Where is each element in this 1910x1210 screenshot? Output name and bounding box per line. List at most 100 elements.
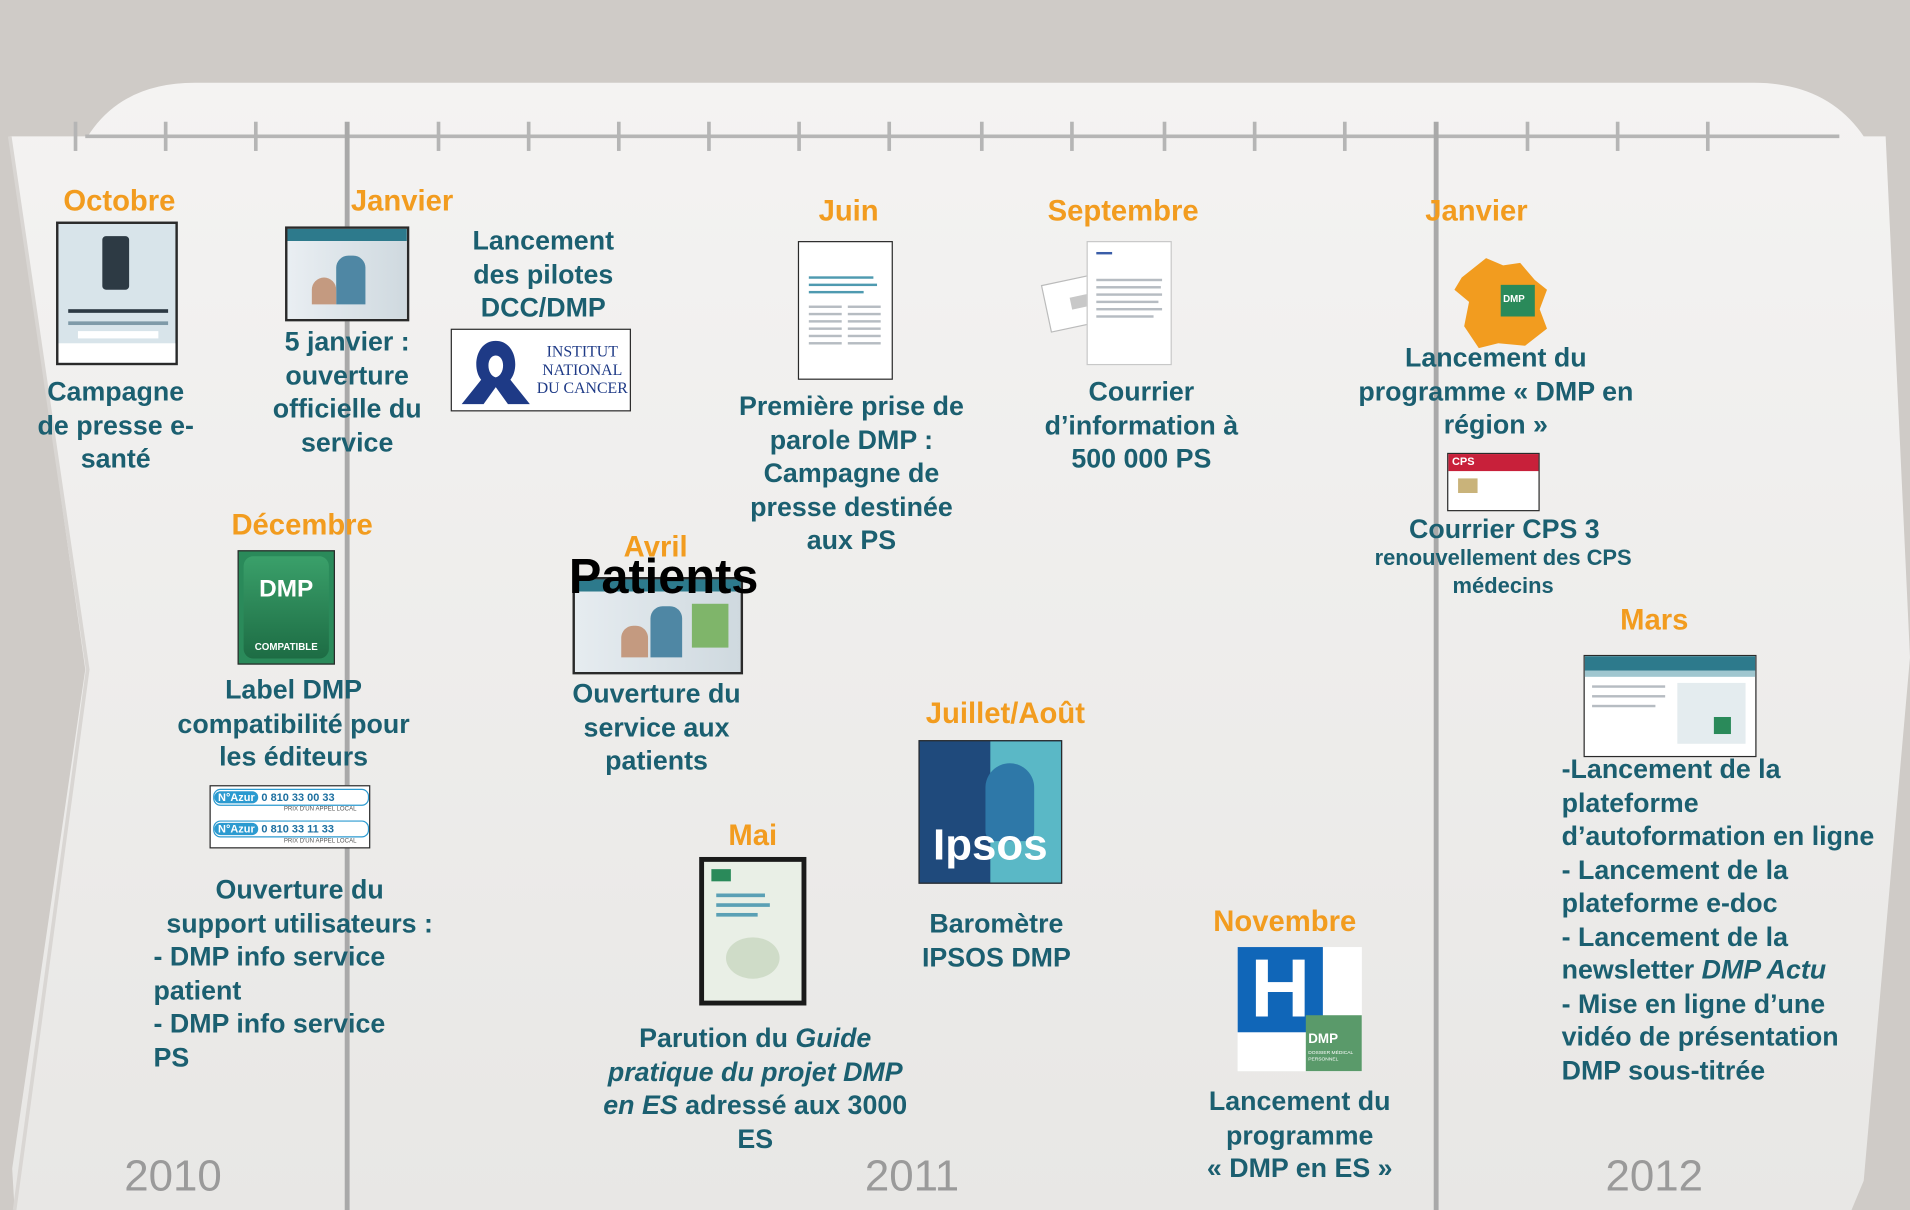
text-line: support utilisateurs : bbox=[166, 907, 433, 938]
text-line: service bbox=[300, 426, 394, 458]
text-line: -Lancement de la bbox=[1561, 753, 1781, 784]
text-line: ES bbox=[737, 1122, 774, 1154]
phone-number: 0 810 33 00 33 bbox=[261, 791, 335, 804]
year-label: 2011 bbox=[864, 1150, 960, 1201]
text-line: DCC/DMP bbox=[480, 292, 606, 323]
text-line: compatibilité pour bbox=[177, 707, 410, 739]
event-month: Décembre bbox=[231, 508, 373, 542]
event-text: Courrier d’information à 500 000 PS bbox=[1026, 375, 1257, 475]
text-line: vidéo de présentation bbox=[1561, 1021, 1839, 1052]
dmp-compatible-badge: DMP COMPATIBLE bbox=[237, 550, 335, 665]
text-line: programme « DMP en bbox=[1358, 375, 1634, 406]
phone-note: PRIX D'UN APPEL LOCAL bbox=[283, 805, 357, 814]
text-line: de presse e- bbox=[37, 409, 194, 441]
year-label: 2010 bbox=[124, 1150, 222, 1201]
card-label: CPS bbox=[1451, 455, 1475, 468]
text-line: santé bbox=[80, 443, 151, 474]
text-line: patient bbox=[153, 974, 242, 1005]
text-line: programme bbox=[1225, 1119, 1374, 1150]
website-screenshot bbox=[285, 226, 410, 322]
badge-subtitle: COMPATIBLE bbox=[254, 641, 318, 653]
text-line: pratique du projet DMP bbox=[607, 1056, 903, 1087]
text-line: les éditeurs bbox=[219, 741, 369, 772]
text-line: - DMP info service bbox=[153, 1007, 386, 1039]
text-line: PS bbox=[153, 1041, 190, 1072]
event-text: renouvellement des CPS médecins bbox=[1347, 544, 1659, 600]
text-line: Ouverture du bbox=[215, 874, 384, 905]
event-text: Lancement du programme « DMP en région » bbox=[1342, 341, 1649, 441]
text-line: - Lancement de la bbox=[1561, 853, 1788, 885]
phone-number: 0 810 33 11 33 bbox=[261, 822, 334, 836]
text-line: région » bbox=[1443, 409, 1548, 440]
logo-text: DOSSIER MÉDICAL PERSONNEL bbox=[1308, 1049, 1354, 1062]
hospital-icon: H bbox=[1250, 947, 1311, 1035]
event-text: Lancement du programme « DMP en ES » bbox=[1191, 1085, 1408, 1185]
text-line: Ouverture du bbox=[572, 678, 741, 709]
france-map-icon: DMP bbox=[1454, 258, 1547, 349]
phone-note: PRIX D'UN APPEL LOCAL bbox=[283, 837, 357, 845]
phone-brand: N°Azur bbox=[214, 822, 259, 836]
phone-numbers-card: N°Azur 0 810 33 00 33 PRIX D'UN APPEL LO… bbox=[209, 785, 371, 849]
logo-text: DMP bbox=[1308, 1032, 1339, 1047]
text-line: - DMP info service bbox=[153, 940, 386, 972]
event-text: Lancement des pilotes DCC/DMP bbox=[453, 224, 633, 324]
event-month: Mai bbox=[728, 819, 778, 853]
event-month: Novembre bbox=[1213, 905, 1357, 939]
text-line: - Mise en ligne d’une bbox=[1561, 987, 1826, 1019]
text-line: Lancement du bbox=[1404, 342, 1587, 373]
e-learning-platform-screenshot bbox=[1583, 654, 1757, 758]
phone-brand: N°Azur bbox=[214, 791, 259, 804]
text-line: - Lancement de la bbox=[1561, 920, 1788, 952]
text-line: Campagne bbox=[47, 376, 185, 407]
text-line: presse destinée bbox=[750, 491, 953, 522]
text-line: officielle du bbox=[272, 393, 422, 424]
patients-website-screenshot bbox=[572, 577, 744, 675]
text-line: des pilotes bbox=[473, 258, 614, 290]
text-line: DMP sous-titrée bbox=[1561, 1054, 1766, 1086]
event-text: Campagne de presse e- santé bbox=[34, 375, 197, 475]
ipsos-wordmark: Ipsos bbox=[933, 819, 1048, 870]
text-line: 500 000 PS bbox=[1071, 443, 1212, 474]
press-campaign-image bbox=[56, 221, 178, 366]
event-text: -Lancement de la plateforme d’autoformat… bbox=[1562, 752, 1903, 1087]
text-line: d’autoformation en ligne bbox=[1561, 820, 1875, 851]
logo-text: NATIONAL bbox=[542, 360, 623, 379]
event-title: Courrier CPS 3 bbox=[1409, 513, 1600, 545]
map-label: DMP bbox=[1503, 294, 1525, 305]
dmp-es-logo: H DMP DOSSIER MÉDICAL PERSONNEL bbox=[1237, 947, 1362, 1072]
inca-logo: INSTITUT NATIONAL DU CANCER bbox=[450, 328, 631, 412]
event-text: Ouverture du support utilisateurs : - DM… bbox=[153, 873, 445, 1074]
patients-overlay-title: Patients bbox=[568, 550, 759, 604]
text-line: aux PS bbox=[806, 524, 897, 556]
inca-emblem-icon bbox=[461, 340, 530, 405]
text-line: renouvellement des CPS bbox=[1374, 545, 1632, 570]
event-text: Première prise de parole DMP : Campagne … bbox=[726, 390, 977, 557]
text-line: Courrier bbox=[1088, 376, 1195, 407]
logo-text: DU CANCER bbox=[536, 378, 628, 397]
text-line: en ES adressé aux 3000 bbox=[603, 1089, 908, 1120]
text-line: Lancement du bbox=[1208, 1085, 1391, 1117]
text-line: patients bbox=[605, 744, 708, 776]
text-line: médecins bbox=[1452, 573, 1554, 598]
event-text: 5 janvier : ouverture officielle du serv… bbox=[251, 325, 443, 459]
text-line: Label DMP bbox=[225, 674, 363, 705]
event-text: Ouverture du service aux patients bbox=[553, 677, 760, 777]
text-line: d’information à bbox=[1044, 409, 1239, 441]
event-month: Juin bbox=[818, 194, 879, 228]
event-month: Juillet/Août bbox=[925, 697, 1085, 731]
text-line: Première prise de bbox=[738, 390, 964, 422]
guide-cover-image bbox=[699, 856, 807, 1006]
event-month: Octobre bbox=[63, 185, 176, 218]
text-line: Lancement bbox=[472, 225, 615, 256]
event-text: Label DMP compatibilité pour les éditeur… bbox=[166, 673, 422, 773]
text-line: « DMP en ES » bbox=[1206, 1152, 1393, 1184]
text-line: Parution du Guide bbox=[639, 1022, 872, 1053]
text-line: plateforme bbox=[1561, 786, 1699, 818]
year-label: 2012 bbox=[1605, 1150, 1704, 1201]
text-line: newsletter DMP Actu bbox=[1561, 954, 1827, 985]
text-line: 5 janvier : bbox=[284, 326, 410, 357]
logo-text: INSTITUT bbox=[546, 342, 618, 361]
text-line: ouverture bbox=[285, 359, 409, 391]
event-text: Parution du Guide pratique du projet DMP… bbox=[592, 1021, 918, 1155]
